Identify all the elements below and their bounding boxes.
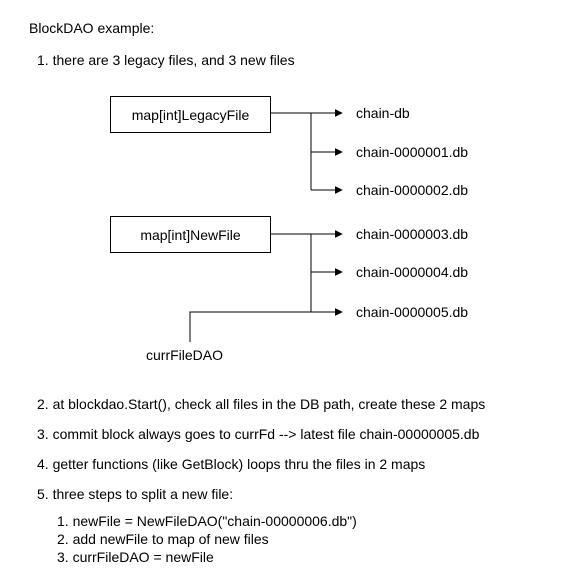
step-5: 5. three steps to split a new file:	[37, 486, 234, 502]
legacy-map-box: map[int]LegacyFile	[110, 96, 271, 133]
legacy-file-2: chain-0000001.db	[356, 144, 469, 160]
legacy-map-label: map[int]LegacyFile	[131, 106, 250, 123]
step-3: 3. commit block always goes to currFd --…	[37, 426, 480, 442]
title: BlockDAO example:	[29, 20, 155, 36]
curr-file-dao-label: currFileDAO	[146, 347, 224, 363]
legacy-file-1: chain-db	[356, 105, 410, 121]
step-2: 2. at blockdao.Start(), check all files …	[37, 396, 486, 412]
substep-1: 1. newFile = NewFileDAO("chain-00000006.…	[57, 513, 357, 529]
new-file-3: chain-0000005.db	[356, 304, 469, 320]
new-map-box: map[int]NewFile	[110, 216, 271, 253]
new-file-2: chain-0000004.db	[356, 264, 469, 280]
curr-pointer-line	[189, 311, 311, 342]
legacy-file-3: chain-0000002.db	[356, 182, 469, 198]
new-map-label: map[int]NewFile	[140, 226, 241, 243]
substep-3: 3. currFileDAO = newFile	[57, 549, 214, 565]
substep-2: 2. add newFile to map of new files	[57, 531, 269, 547]
new-file-1: chain-0000003.db	[356, 226, 469, 242]
step-4: 4. getter functions (like GetBlock) loop…	[37, 456, 426, 472]
step-1: 1. there are 3 legacy files, and 3 new f…	[37, 52, 295, 68]
